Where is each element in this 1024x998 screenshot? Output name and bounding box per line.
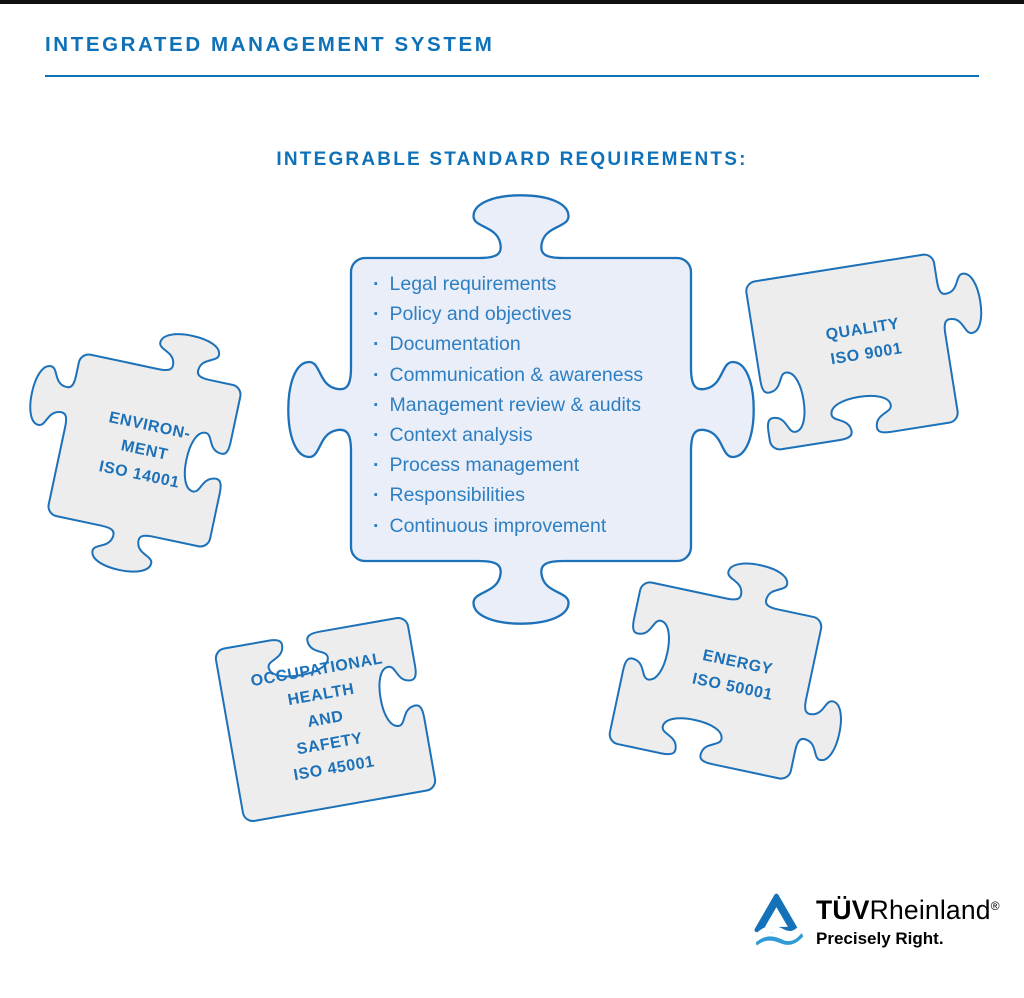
bullet-icon: ·	[373, 393, 380, 416]
requirement-text: Process management	[389, 454, 580, 477]
bullet-icon: ·	[373, 363, 380, 386]
energy-puzzle-shape-icon	[608, 562, 842, 780]
title-divider	[45, 75, 979, 77]
brand-text-block: TÜVRheinland® Precisely Right.	[816, 891, 1000, 949]
top-accent-bar	[0, 0, 1024, 4]
section-subtitle: INTEGRABLE STANDARD REQUIREMENTS:	[276, 149, 748, 170]
bullet-icon: ·	[373, 454, 380, 477]
page-title: INTEGRATED MANAGEMENT SYSTEM	[45, 33, 495, 56]
brand-footer: TÜVRheinland® Precisely Right.	[754, 891, 1000, 951]
brand-name-regular: Rheinland	[869, 895, 991, 925]
bullet-icon: ·	[373, 484, 380, 507]
bullet-icon: ·	[373, 273, 380, 295]
quality-puzzle-shape-icon	[745, 253, 983, 451]
requirement-item: · Management review & audits	[373, 390, 643, 420]
requirement-text: Legal requirements	[389, 273, 557, 295]
requirement-text: Management review & audits	[389, 393, 641, 416]
requirement-text: Documentation	[389, 333, 521, 356]
occupational-puzzle-shape-icon	[214, 617, 437, 822]
requirement-text: Communication & awareness	[389, 363, 644, 386]
brand-tagline: Precisely Right.	[816, 929, 944, 948]
requirement-item: · Process management	[373, 450, 643, 480]
requirement-text: Context analysis	[389, 424, 533, 447]
bullet-icon: ·	[373, 424, 380, 447]
bullet-icon: ·	[373, 514, 380, 537]
requirement-item: · Policy and objectives	[373, 299, 643, 329]
tuv-rheinland-logo-icon	[754, 893, 805, 946]
requirement-item: · Context analysis	[373, 420, 643, 450]
brand-name: TÜVRheinland®	[816, 891, 1000, 925]
central-puzzle-shape-icon	[287, 194, 755, 625]
central-puzzle-piece: · Legal requirements · Policy and objective…	[266, 173, 776, 646]
requirement-item: · Documentation	[373, 329, 643, 359]
requirement-item: · Legal requirements	[373, 269, 643, 299]
bullet-icon: ·	[373, 333, 380, 356]
requirement-text: Responsibilities	[389, 484, 525, 507]
requirement-item: · Communication & awareness	[373, 360, 643, 390]
requirement-text: Continuous improvement	[389, 514, 607, 537]
requirements-list: · Legal requirements · Policy and objective…	[373, 269, 643, 541]
requirement-text: Policy and objectives	[389, 303, 572, 326]
registered-mark-icon: ®	[990, 899, 1000, 913]
requirement-item: · Responsibilities	[373, 480, 643, 510]
requirement-item: · Continuous improvement	[373, 511, 643, 541]
environment-puzzle-shape-icon	[29, 333, 242, 573]
brand-name-bold: TÜV	[816, 895, 870, 925]
bullet-icon: ·	[373, 303, 380, 326]
